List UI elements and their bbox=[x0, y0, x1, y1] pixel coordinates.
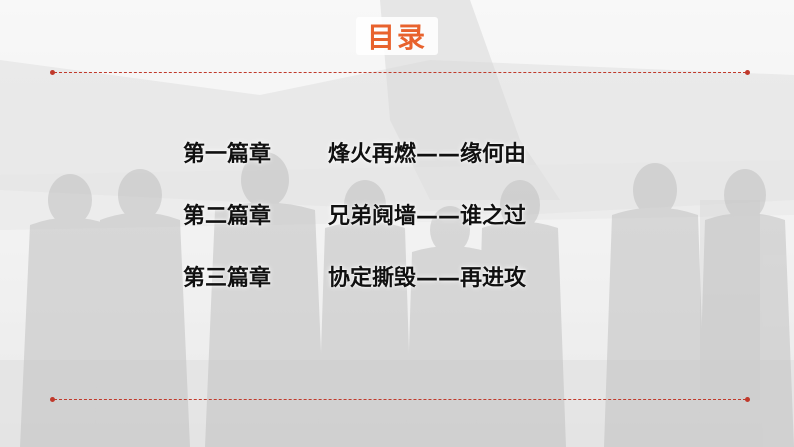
title-badge-background bbox=[356, 17, 438, 55]
divider-dot-right bbox=[745, 397, 750, 402]
toc-topic-label: 烽火再燃——缘何由 bbox=[328, 141, 527, 167]
toc-chapter-label: 第三篇章 bbox=[183, 265, 272, 291]
toc-item-1[interactable]: 第一篇章 烽火再燃——缘何由 bbox=[183, 136, 526, 167]
toc-item-2[interactable]: 第二篇章 兄弟阋墙——谁之过 bbox=[183, 198, 526, 229]
toc-topic-label: 兄弟阋墙——谁之过 bbox=[328, 203, 527, 229]
toc-chapter-label: 第一篇章 bbox=[183, 141, 272, 167]
table-of-contents: 第一篇章 烽火再燃——缘何由 第二篇章 兄弟阋墙——谁之过 第三篇章 协定撕毁—… bbox=[183, 136, 526, 322]
divider-line bbox=[54, 399, 746, 400]
toc-item-3[interactable]: 第三篇章 协定撕毁——再进攻 bbox=[183, 260, 526, 291]
divider-line bbox=[54, 72, 746, 73]
toc-chapter-label: 第二篇章 bbox=[183, 203, 272, 229]
title-badge: 目录 bbox=[356, 17, 438, 55]
toc-topic-label: 协定撕毁——再进攻 bbox=[328, 265, 527, 291]
divider-dot-left bbox=[50, 397, 55, 402]
top-divider bbox=[50, 70, 750, 76]
slide-title: 目录 bbox=[366, 21, 427, 54]
bottom-divider bbox=[50, 397, 750, 403]
divider-dot-left bbox=[50, 70, 55, 75]
divider-dot-right bbox=[745, 70, 750, 75]
